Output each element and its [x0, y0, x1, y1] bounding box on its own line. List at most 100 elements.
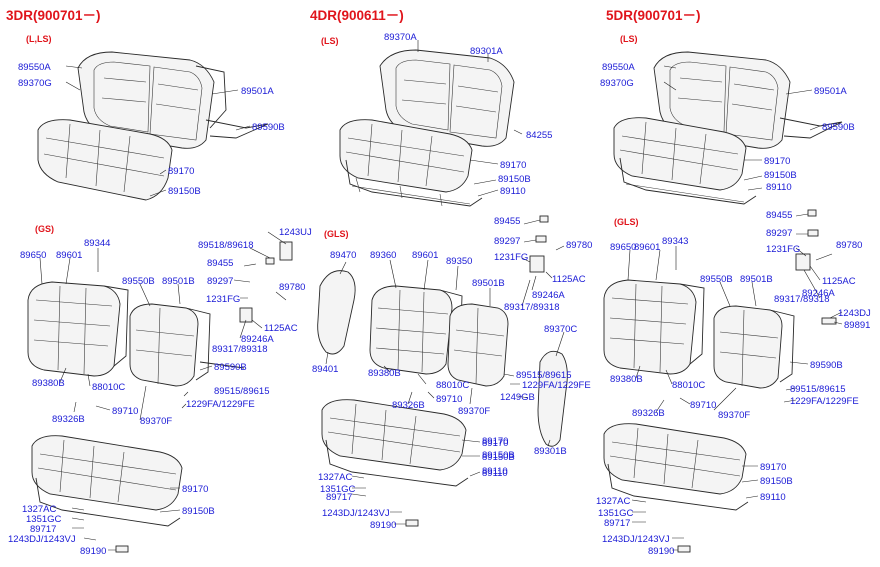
split-seat-backs-5dr-gls: [603, 279, 795, 389]
part-labels: 89550A 89370G 89501A 89590B 89170 89150B…: [8, 32, 871, 557]
bracket-icon: [821, 317, 837, 325]
part-label: 88010C: [672, 380, 705, 391]
part-label: 1249GB: [500, 392, 535, 403]
part-label: 89590B: [252, 122, 285, 133]
clip-icon: [265, 257, 275, 265]
latch-icon: [795, 253, 811, 271]
part-label: 89380B: [32, 378, 65, 389]
part-label: 89110: [500, 186, 526, 197]
part-label: 89343: [662, 236, 688, 247]
seat-cushion-4dr-ls: [339, 119, 483, 207]
part-label: 1243DJ/1243VJ: [322, 508, 390, 519]
trim-5dr-mid: (GLS): [614, 217, 639, 227]
part-label: 89501B: [472, 278, 505, 289]
part-label: 89150B: [482, 452, 515, 463]
part-label: 89246A: [241, 334, 274, 345]
bracket-icon: [279, 241, 293, 261]
part-label: 89110: [760, 492, 786, 503]
clip-icon: [539, 215, 549, 223]
part-label: 89710: [436, 394, 462, 405]
part-label: 1229FA/1229FE: [790, 396, 859, 407]
part-label: 89150B: [482, 450, 515, 461]
seat-cushion-5dr-ls: [613, 117, 757, 205]
part-label: 88010C: [436, 380, 469, 391]
part-label: 89150B: [764, 170, 797, 181]
part-label: 89550A: [18, 62, 51, 73]
part-label: 1243DJ/1243VJ: [602, 534, 670, 545]
part-label: 89650: [610, 242, 636, 253]
part-label: 89780: [836, 240, 862, 251]
latch-icon: [239, 307, 253, 323]
part-label: 1231FG: [206, 294, 240, 305]
part-label: 1229FA/1229FE: [522, 380, 591, 391]
part-label: 89717: [30, 524, 56, 535]
part-label: 89515/89615: [214, 386, 269, 397]
part-label: 89601: [412, 250, 438, 261]
part-label: 89190: [370, 520, 396, 531]
part-label: 89344: [84, 238, 110, 249]
part-label: 89190: [80, 546, 106, 557]
part-label: 89370A: [384, 32, 417, 43]
part-label: 89360: [370, 250, 396, 261]
part-label: 89326B: [632, 408, 665, 419]
part-label: 89601: [634, 242, 660, 253]
part-label: 89297: [207, 276, 233, 287]
part-label: 1243DJ/1243VJ: [8, 534, 76, 545]
part-label: 89650: [20, 250, 46, 261]
part-label: 89170: [764, 156, 790, 167]
latch-icon: [529, 255, 545, 273]
clip-icon: [807, 229, 819, 237]
clip-icon: [535, 235, 547, 243]
part-label: 89515/89615: [790, 384, 845, 395]
part-label: 89317/89318: [774, 294, 829, 305]
part-label: 89455: [207, 258, 233, 269]
part-label: 89370F: [718, 410, 750, 421]
part-label: 89370G: [600, 78, 634, 89]
part-label: 89590B: [810, 360, 843, 371]
part-label: 1125AC: [552, 274, 586, 285]
part-label: 1351GC: [320, 484, 356, 495]
part-label: 89501A: [241, 86, 274, 97]
part-label: 89170: [168, 166, 194, 177]
part-label: 89317/89318: [504, 302, 559, 313]
part-label: 89170: [182, 484, 208, 495]
part-label: 89350: [446, 256, 472, 267]
section-title-4dr: 4DR(900611－): [310, 8, 404, 23]
part-label: 1231FG: [494, 252, 528, 263]
split-seat-backs-3dr-gs: [27, 281, 245, 387]
part-label: 89150B: [168, 186, 201, 197]
part-label: 89780: [566, 240, 592, 251]
hardware-parts: [115, 209, 837, 553]
part-label: 89326B: [52, 414, 85, 425]
clip-icon: [807, 209, 817, 217]
part-label: 89401: [312, 364, 338, 375]
part-label: 89590B: [822, 122, 855, 133]
part-label: 89150B: [760, 476, 793, 487]
part-label: 89470: [330, 250, 356, 261]
part-label: 89601: [56, 250, 82, 261]
part-label: 1229FA/1229FE: [186, 399, 255, 410]
part-label: 1231FG: [766, 244, 800, 255]
leader-lines: [39, 40, 843, 551]
trim-5dr-top: (LS): [620, 34, 638, 44]
part-label: 89380B: [610, 374, 643, 385]
part-label: 89246A: [532, 290, 565, 301]
part-label: 89717: [604, 518, 630, 529]
part-label: 1327AC: [596, 496, 630, 507]
part-label: 89515/89615: [516, 370, 571, 381]
part-label: 89710: [112, 406, 138, 417]
part-label: 89370G: [18, 78, 52, 89]
part-label: 89170: [500, 160, 526, 171]
part-label: 89170: [482, 438, 508, 449]
part-label: 89317/89318: [212, 344, 267, 355]
part-label: 89301A: [470, 46, 503, 57]
part-label: 89246A: [802, 288, 835, 299]
trim-4dr-top: (LS): [321, 36, 339, 46]
part-label: 89170: [482, 436, 508, 447]
part-label: 1351GC: [598, 508, 634, 519]
part-label: 1327AC: [318, 472, 352, 483]
part-label: 89301B: [534, 446, 567, 457]
part-label: 89170: [760, 462, 786, 473]
